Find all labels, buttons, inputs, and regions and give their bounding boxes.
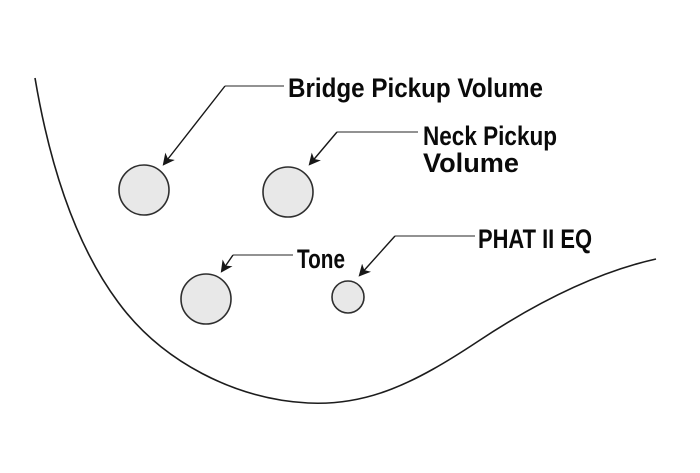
- knob-bridge-pickup-volume: [118, 164, 170, 216]
- phat-ii-eq-arrow: [358, 235, 396, 277]
- knob-tone: [180, 273, 232, 325]
- neck-volume-arrow: [308, 131, 338, 166]
- knob-neck-pickup-volume: [262, 166, 314, 218]
- guitar-body-outline-curve: [34, 77, 657, 405]
- neck-pickup-volume-label-line1: Neck Pickup: [423, 121, 557, 151]
- phat-ii-eq-label: PHAT II EQ: [478, 224, 592, 254]
- bridge-pickup-volume-label: Bridge Pickup Volume: [288, 73, 543, 103]
- tone-label: Tone: [297, 244, 345, 274]
- knob-phat-ii-eq: [331, 280, 365, 314]
- bridge-volume-arrow: [162, 85, 226, 166]
- neck-pickup-volume-label-line2: Volume: [423, 148, 519, 178]
- tone-arrow: [220, 254, 234, 273]
